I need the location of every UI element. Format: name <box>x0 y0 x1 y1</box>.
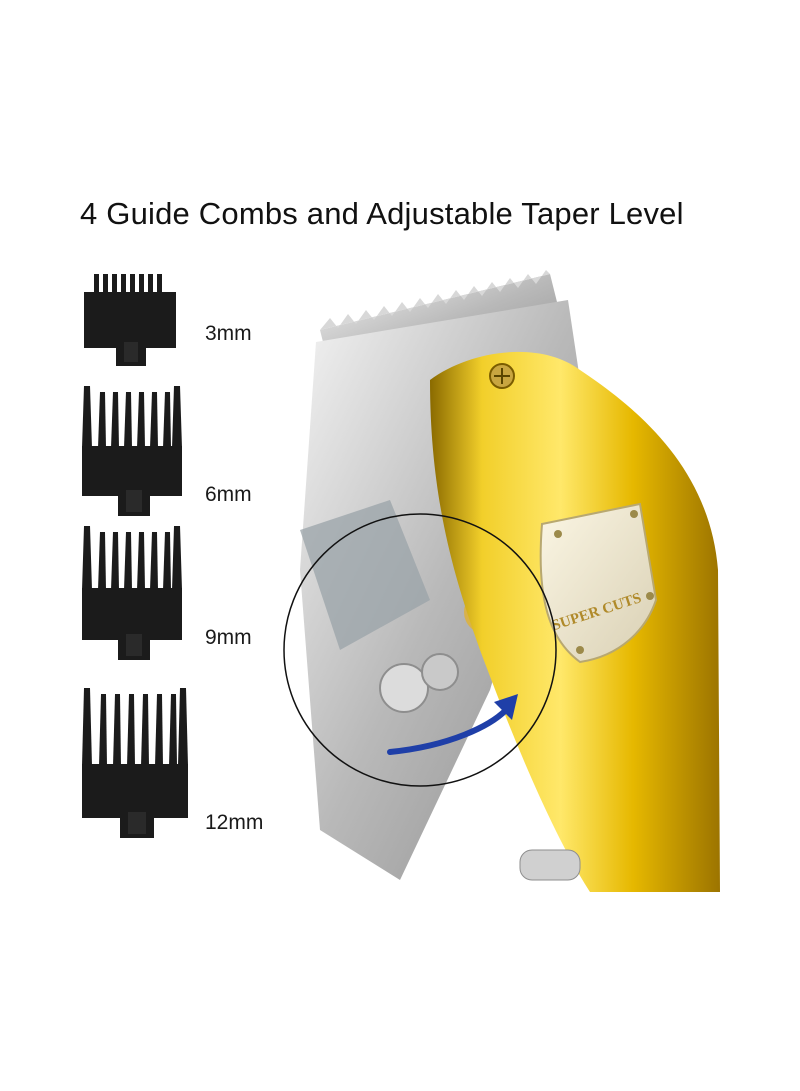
guide-comb-9mm <box>82 526 182 660</box>
guide-comb-6mm <box>82 386 182 516</box>
shield-plate <box>539 502 658 664</box>
guide-comb-12mm <box>82 688 188 838</box>
comb-label-3mm: 3mm <box>205 322 252 345</box>
taper-lever <box>300 500 430 650</box>
comb-label-6mm: 6mm <box>205 483 252 506</box>
highlight-circle <box>283 513 557 787</box>
comb-label-12mm: 12mm <box>205 811 264 834</box>
arrow-icon <box>387 707 509 755</box>
headline: 4 Guide Combs and Adjustable Taper Level <box>80 196 684 231</box>
guide-comb-3mm <box>84 274 176 366</box>
lever-knob-silver <box>379 663 429 713</box>
comb-label-9mm: 9mm <box>205 626 252 649</box>
hair-clipper-image: SUPER CUTS <box>283 270 720 892</box>
